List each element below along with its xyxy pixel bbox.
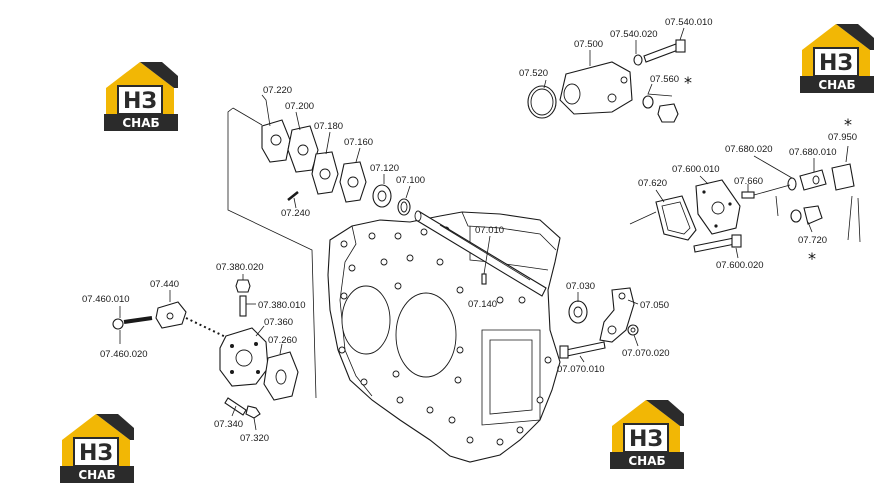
label-07660: 07.660	[734, 176, 763, 187]
seal-ring-07520	[527, 85, 557, 119]
cover-07600010	[695, 179, 741, 235]
part-labels: 07.220 07.200 07.180 07.160 07.120 07.10…	[82, 17, 857, 444]
shift-rod	[414, 210, 547, 297]
logo-mark: НЗ	[629, 427, 663, 452]
logo-caption: СНАБ	[818, 78, 855, 92]
bolt-07070010	[559, 341, 606, 359]
label-07720: 07.720	[798, 235, 827, 246]
label-07520: 07.520	[519, 68, 548, 79]
plate-07160	[339, 161, 367, 203]
logo-caption: СНАБ	[122, 116, 159, 130]
asterisk-07720: *	[808, 249, 816, 268]
label-07680010: 07.680.010	[789, 147, 837, 158]
label-07680020: 07.680.020	[725, 144, 773, 155]
label-07600020: 07.600.020	[716, 260, 764, 271]
cover-07260	[263, 351, 299, 401]
label-07440: 07.440	[150, 279, 179, 290]
plug-07560	[642, 95, 679, 123]
logo-mark: НЗ	[79, 441, 113, 466]
label-07070020: 07.070.020	[622, 348, 670, 359]
cover-07220	[261, 119, 291, 163]
logo-top-right: НЗ СНАБ	[799, 23, 875, 94]
plug-07320	[245, 405, 261, 419]
washer-07680020	[787, 177, 797, 191]
valve-block-07440	[155, 301, 187, 329]
stud-07380010	[239, 295, 247, 317]
gasket-07620	[655, 195, 697, 241]
label-07220: 07.220	[263, 85, 292, 96]
nut-07070020	[627, 324, 639, 336]
logo-caption: СНАБ	[628, 454, 665, 468]
washer-07540020	[633, 54, 643, 66]
label-07160: 07.160	[344, 137, 373, 148]
label-07460020: 07.460.020	[100, 349, 148, 360]
fitting-07660	[741, 191, 755, 199]
bolt-07600020	[693, 234, 742, 253]
dotted-link	[185, 317, 233, 341]
label-07600010: 07.600.010	[672, 164, 720, 175]
washer-07460020	[112, 318, 124, 330]
snap-ring-07100	[397, 198, 411, 216]
label-07380020: 07.380.020	[216, 262, 264, 273]
label-07620: 07.620	[638, 178, 667, 189]
plug-07720	[790, 205, 823, 225]
pin-07140	[481, 273, 487, 285]
logo-top-left: НЗ СНАБ	[103, 61, 179, 132]
label-07540020: 07.540.020	[610, 29, 658, 40]
label-07540010: 07.540.010	[665, 17, 713, 28]
gasket-07200	[287, 125, 319, 173]
bolt-07460010	[123, 316, 153, 324]
label-07560: 07.560	[650, 74, 679, 85]
leader-lines	[119, 27, 849, 431]
label-07950: 07.950	[828, 132, 857, 143]
label-07340: 07.340	[214, 419, 243, 430]
label-07140: 07.140	[468, 299, 497, 310]
label-07240: 07.240	[281, 208, 310, 219]
label-07200: 07.200	[285, 101, 314, 112]
label-07120: 07.120	[370, 163, 399, 174]
logo-bottom-right: НЗ СНАБ	[609, 399, 685, 470]
label-07320: 07.320	[240, 433, 269, 444]
label-07070010: 07.070.010	[557, 364, 605, 375]
bolt-07540010	[643, 39, 686, 63]
label-07380010: 07.380.010	[258, 300, 306, 311]
seal-07120	[372, 184, 392, 208]
valve-housing-07500	[559, 61, 633, 115]
nut-07380020	[235, 279, 251, 293]
label-07050: 07.050	[640, 300, 669, 311]
logo-bottom-left: НЗ СНАБ	[59, 413, 135, 484]
pump-body-07360	[219, 327, 269, 387]
logo-mark: НЗ	[123, 89, 157, 114]
label-07030: 07.030	[566, 281, 595, 292]
label-07500: 07.500	[574, 39, 603, 50]
label-07180: 07.180	[314, 121, 343, 132]
label-07010: 07.010	[475, 225, 504, 236]
label-07100: 07.100	[396, 175, 425, 186]
asterisk-07950: *	[844, 115, 852, 134]
plate-07180	[311, 151, 339, 195]
logo-mark: НЗ	[819, 51, 853, 76]
sensor-07950	[831, 163, 861, 243]
bushing-07030	[568, 300, 588, 324]
label-07360: 07.360	[264, 317, 293, 328]
transmission-housing	[327, 211, 561, 463]
bracket-frame-left	[227, 107, 317, 399]
shift-lever-07050	[599, 287, 635, 343]
fitting-07680010	[799, 169, 827, 191]
asterisk-07560: *	[684, 73, 692, 92]
label-07460010: 07.460.010	[82, 294, 130, 305]
label-07260: 07.260	[268, 335, 297, 346]
pin-07240	[287, 191, 299, 201]
logo-caption: СНАБ	[78, 468, 115, 482]
